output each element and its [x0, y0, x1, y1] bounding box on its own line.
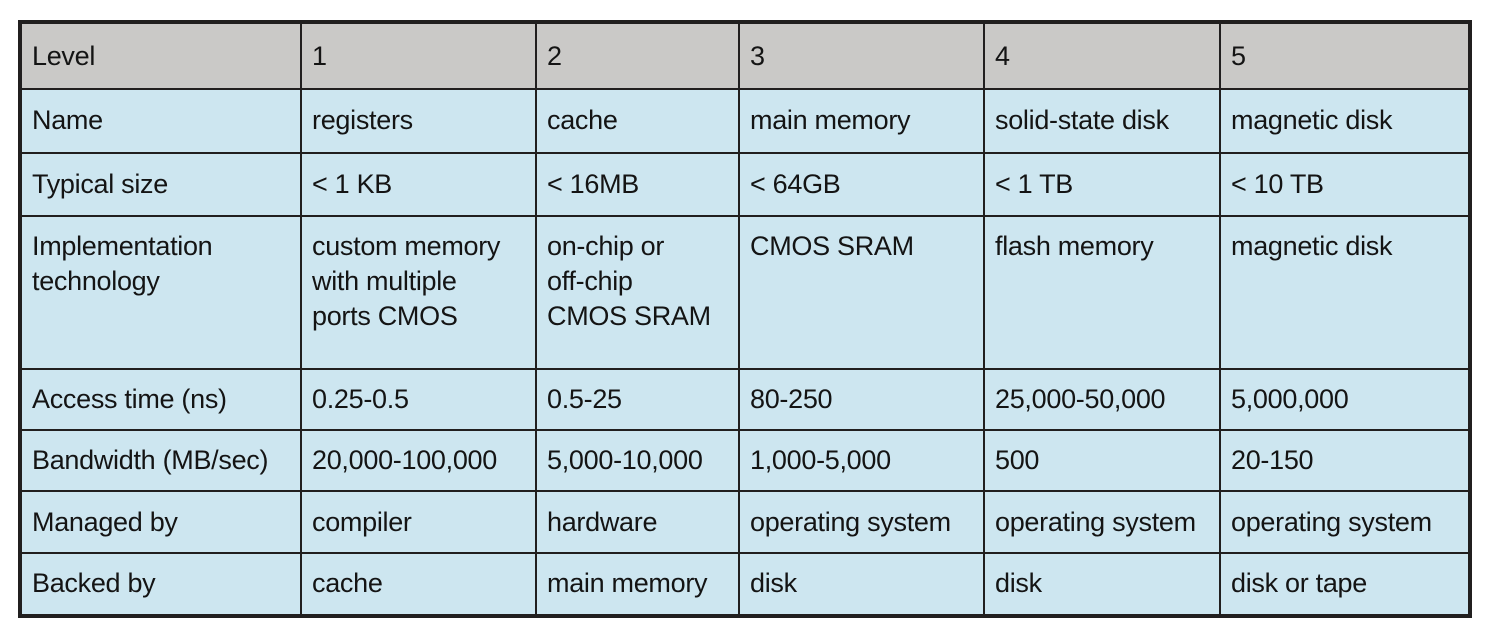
row-label-implementation-technology: Implementation technology [19, 214, 302, 370]
cell-backed-by-level5: disk or tape [1219, 551, 1471, 618]
cell-access-time-level2: 0.5-25 [535, 367, 740, 432]
cell-bandwidth-level2: 5,000-10,000 [535, 429, 740, 493]
cell-backed-by-level2: main memory [535, 551, 740, 618]
cell-name-level5: magnetic disk [1219, 88, 1471, 154]
cell-bandwidth-level4: 500 [983, 429, 1221, 493]
cell-managed-by-level2: hardware [535, 490, 740, 554]
cell-backed-by-level3: disk [738, 551, 985, 618]
header-cell-5: 5 [1219, 20, 1471, 91]
cell-implementation-level1: custom memory with multiple ports CMOS [300, 214, 537, 370]
table-header-row: Level 1 2 3 4 5 [19, 20, 1471, 91]
cell-bandwidth-level5: 20-150 [1219, 429, 1471, 493]
cell-access-time-level5: 5,000,000 [1219, 367, 1471, 432]
cell-managed-by-level3: operating system [738, 490, 985, 554]
row-label-bandwidth: Bandwidth (MB/sec) [19, 429, 302, 493]
header-cell-4: 4 [983, 20, 1221, 91]
row-label-typical-size: Typical size [19, 151, 302, 217]
cell-bandwidth-level3: 1,000-5,000 [738, 429, 985, 493]
cell-typical-size-level5: < 10 TB [1219, 151, 1471, 217]
table-row-backed-by: Backed by cache main memory disk disk di… [19, 551, 1471, 618]
cell-name-level1: registers [300, 88, 537, 154]
cell-typical-size-level1: < 1 KB [300, 151, 537, 217]
table-row-managed-by: Managed by compiler hardware operating s… [19, 490, 1471, 554]
header-cell-level: Level [19, 20, 302, 91]
cell-access-time-level1: 0.25-0.5 [300, 367, 537, 432]
header-cell-3: 3 [738, 20, 985, 91]
cell-access-time-level3: 80-250 [738, 367, 985, 432]
table-row-access-time: Access time (ns) 0.25-0.5 0.5-25 80-250 … [19, 367, 1471, 432]
cell-implementation-level2: on-chip or off-chip CMOS SRAM [535, 214, 740, 370]
cell-implementation-level3: CMOS SRAM [738, 214, 985, 370]
row-label-name: Name [19, 88, 302, 154]
cell-typical-size-level4: < 1 TB [983, 151, 1221, 217]
table-row-name: Name registers cache main memory solid-s… [19, 88, 1471, 154]
cell-typical-size-level3: < 64GB [738, 151, 985, 217]
cell-managed-by-level1: compiler [300, 490, 537, 554]
cell-managed-by-level4: operating system [983, 490, 1221, 554]
memory-hierarchy-table: Level 1 2 3 4 5 Name registers cache mai… [18, 20, 1472, 618]
header-cell-1: 1 [300, 20, 537, 91]
table-row-typical-size: Typical size < 1 KB < 16MB < 64GB < 1 TB… [19, 151, 1471, 217]
cell-backed-by-level4: disk [983, 551, 1221, 618]
table-row-bandwidth: Bandwidth (MB/sec) 20,000-100,000 5,000-… [19, 429, 1471, 493]
row-label-managed-by: Managed by [19, 490, 302, 554]
cell-name-level3: main memory [738, 88, 985, 154]
cell-managed-by-level5: operating system [1219, 490, 1471, 554]
cell-name-level4: solid-state disk [983, 88, 1221, 154]
cell-access-time-level4: 25,000-50,000 [983, 367, 1221, 432]
cell-implementation-level4: flash memory [983, 214, 1221, 370]
table-row-implementation-technology: Implementation technology custom memory … [19, 214, 1471, 370]
cell-typical-size-level2: < 16MB [535, 151, 740, 217]
row-label-backed-by: Backed by [19, 551, 302, 618]
header-cell-2: 2 [535, 20, 740, 91]
cell-bandwidth-level1: 20,000-100,000 [300, 429, 537, 493]
cell-name-level2: cache [535, 88, 740, 154]
row-label-access-time: Access time (ns) [19, 367, 302, 432]
cell-implementation-level5: magnetic disk [1219, 214, 1471, 370]
cell-backed-by-level1: cache [300, 551, 537, 618]
